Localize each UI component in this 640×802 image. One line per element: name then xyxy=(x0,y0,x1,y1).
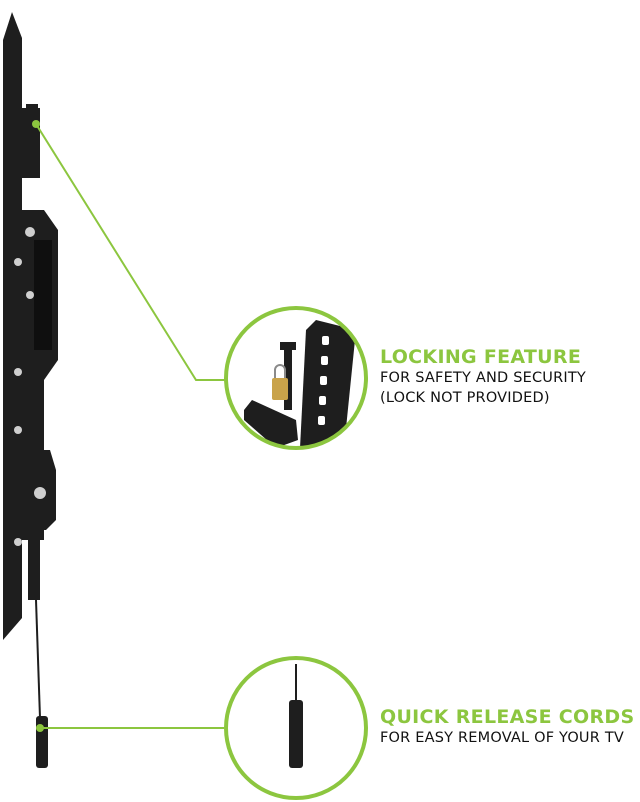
locking-leader-dot xyxy=(32,120,40,128)
locking-feature-subtitle-2: (LOCK NOT PROVIDED) xyxy=(380,390,550,406)
upper-hook xyxy=(26,104,38,114)
detail-cord-handle xyxy=(289,700,303,768)
lock-post-cap xyxy=(280,342,296,350)
release-cord xyxy=(35,599,41,719)
locking-feature-callout: LOCKING FEATURE FOR SAFETY AND SECURITY … xyxy=(380,346,586,408)
cords-detail-circle xyxy=(224,656,368,800)
cords-leader-dot xyxy=(36,724,44,732)
lock-post xyxy=(284,346,292,410)
bolt xyxy=(14,258,22,266)
bolt xyxy=(25,227,35,237)
tilt-arm-slot xyxy=(34,240,52,350)
padlock-shackle xyxy=(274,364,286,378)
locking-feature-title: LOCKING FEATURE xyxy=(380,346,582,368)
lock-bracket-plate xyxy=(300,320,356,448)
quick-release-title: QUICK RELEASE CORDS xyxy=(380,706,635,728)
quick-release-subtitle: FOR EASY REMOVAL OF YOUR TV xyxy=(380,730,625,746)
lower-arm xyxy=(28,540,40,600)
bolt xyxy=(26,291,34,299)
tv-panel-edge xyxy=(3,12,22,640)
locking-leader-line xyxy=(35,123,226,381)
padlock-icon xyxy=(272,378,288,400)
cord-handle xyxy=(36,716,48,768)
bolt xyxy=(14,538,22,546)
upper-bracket xyxy=(22,108,40,178)
bolt xyxy=(14,368,22,376)
locking-feature-subtitle-1: FOR SAFETY AND SECURITY xyxy=(380,370,586,386)
bolt xyxy=(34,487,46,499)
lock-base xyxy=(244,400,298,448)
tv-mount-side-view xyxy=(3,12,58,768)
quick-release-callout: QUICK RELEASE CORDS FOR EASY REMOVAL OF … xyxy=(380,706,635,748)
locking-detail-circle xyxy=(224,306,368,450)
bolt xyxy=(14,426,22,434)
